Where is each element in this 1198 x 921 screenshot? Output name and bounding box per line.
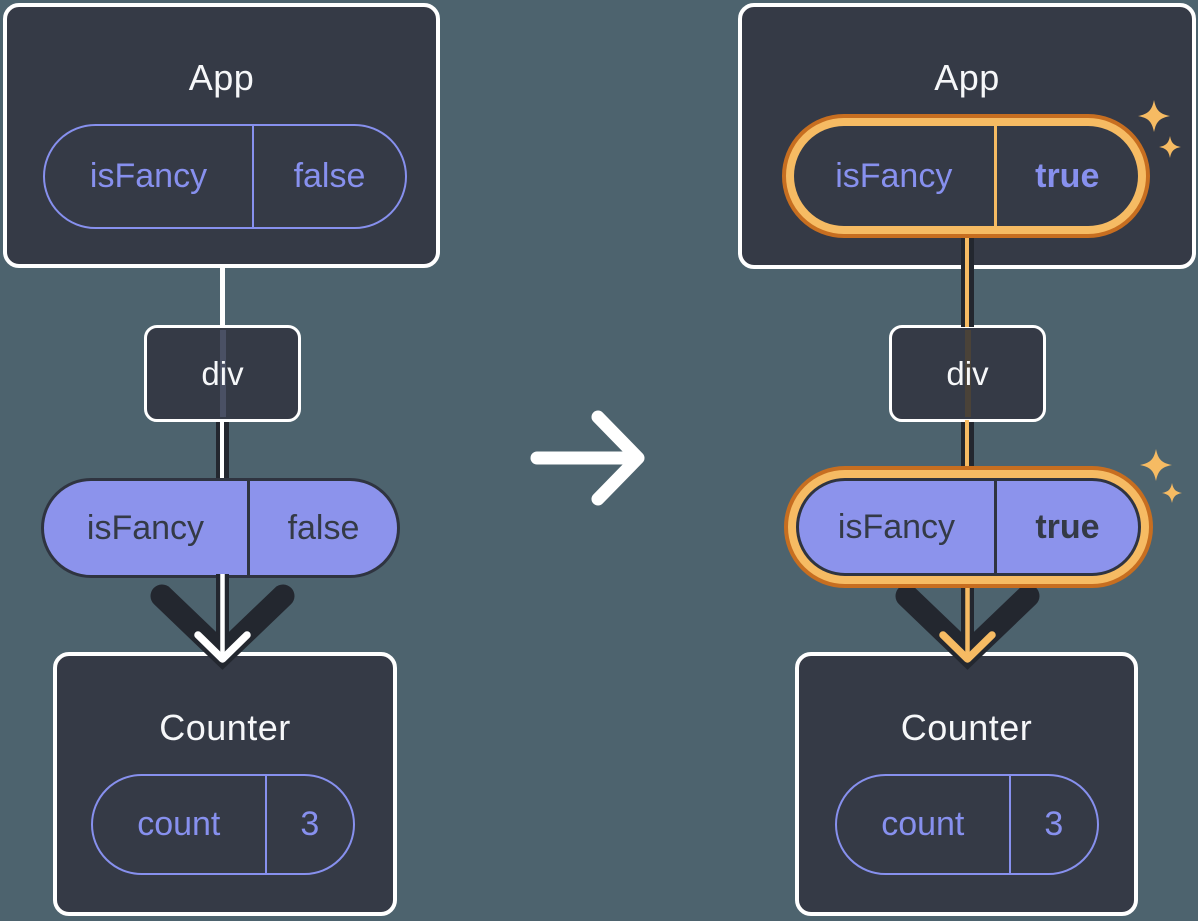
state-pill-count-before: count 3 — [91, 774, 355, 875]
component-card-app-before: App isFancy false — [3, 3, 440, 268]
edge-div-to-pill-core — [964, 420, 970, 480]
pill-name: isFancy — [86, 508, 205, 547]
pill-name: count — [881, 805, 965, 843]
prop-pill-isfancy-before: isFancy false — [41, 478, 400, 578]
pill-value: false — [246, 481, 397, 575]
dom-node-div-after: div — [889, 325, 1046, 422]
component-title: Counter — [900, 707, 1033, 748]
pill-name: isFancy — [835, 156, 953, 195]
pass-prop-arrow-icon — [895, 574, 1040, 670]
component-card-counter-before: Counter count 3 — [53, 652, 397, 916]
pill-value: true — [993, 126, 1138, 226]
pill-value: true — [993, 481, 1138, 573]
sparkle-icon — [1138, 100, 1181, 158]
component-title: App — [934, 57, 1000, 98]
pass-prop-arrow-icon — [150, 574, 295, 670]
pill-name: isFancy — [89, 157, 208, 195]
sparkle-icon — [1140, 449, 1182, 503]
component-card-counter-after: Counter count 3 — [795, 652, 1138, 916]
node-label: div — [946, 354, 989, 392]
edge-app-to-div-core — [964, 234, 970, 327]
edge-div-to-pill-core — [219, 420, 225, 480]
pill-name: count — [137, 805, 221, 843]
prop-pill-isfancy-after-highlight: isFancy true — [784, 466, 1153, 588]
state-pill-count-after: count 3 — [835, 774, 1099, 875]
prop-pill-isfancy-after: isFancy true — [796, 478, 1141, 576]
edge-app-to-div — [219, 264, 225, 328]
component-title: Counter — [159, 707, 291, 748]
pill-value: false — [252, 126, 405, 227]
state-pill-isfancy-after: isFancy true — [794, 126, 1138, 226]
pill-value: 3 — [1008, 776, 1097, 873]
state-pill-isfancy-after-highlight: isFancy true — [782, 114, 1150, 238]
component-title: App — [188, 57, 255, 98]
transition-arrow-icon — [530, 410, 645, 506]
pill-value: 3 — [264, 776, 353, 873]
prop-thread — [219, 330, 226, 417]
node-label: div — [201, 354, 244, 392]
pill-name: isFancy — [837, 507, 956, 546]
state-pill-isfancy-before: isFancy false — [43, 124, 407, 229]
dom-node-div-before: div — [144, 325, 301, 422]
prop-thread — [964, 330, 971, 417]
